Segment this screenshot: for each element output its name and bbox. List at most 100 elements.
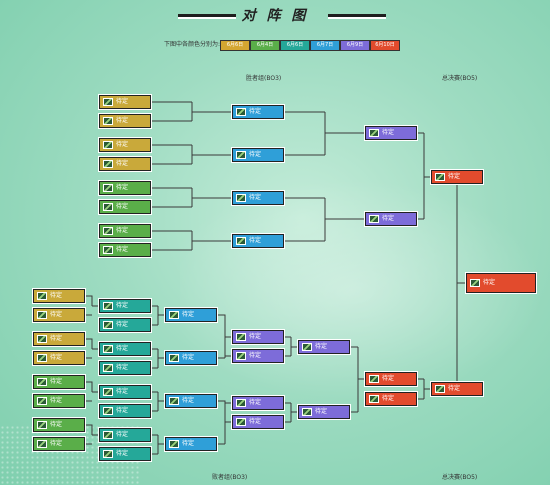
team-logo-icon — [103, 141, 113, 149]
match-slot[interactable]: 待定 — [98, 384, 152, 400]
match-slot[interactable]: 待定 — [98, 298, 152, 314]
legend-chip: 6月10日 — [370, 40, 400, 51]
match-slot[interactable]: 待定 — [297, 339, 351, 355]
team-logo-icon — [103, 388, 113, 396]
team-logo-icon — [236, 194, 246, 202]
match-slot[interactable]: 待定 — [98, 242, 152, 258]
match-slot-label: 待定 — [249, 237, 262, 244]
match-slot[interactable]: 待定 — [98, 137, 152, 153]
match-slot-label: 待定 — [249, 399, 262, 406]
match-slot-label: 待定 — [182, 440, 195, 447]
bracket-connector — [217, 314, 232, 359]
match-slot[interactable]: 待定 — [430, 381, 484, 397]
legend-chip: 6月6日 — [220, 40, 250, 51]
match-slot[interactable]: 待定 — [98, 223, 152, 239]
match-slot[interactable]: 待定 — [231, 233, 285, 249]
match-slot[interactable]: 待定 — [364, 371, 418, 387]
match-slot-label: 待定 — [50, 335, 63, 342]
match-slot-label: 待定 — [50, 354, 63, 361]
match-slot-label: 待定 — [116, 117, 129, 124]
team-logo-icon — [369, 129, 379, 137]
team-logo-icon — [103, 203, 113, 211]
match-slot[interactable]: 待定 — [364, 125, 418, 141]
match-slot[interactable]: 待定 — [32, 393, 86, 409]
match-slot-label: 待定 — [116, 184, 129, 191]
bracket-connector — [151, 144, 232, 165]
team-logo-icon — [103, 364, 113, 372]
bracket-connector — [151, 434, 165, 455]
match-slot[interactable]: 待定 — [364, 391, 418, 407]
legend-chip: 6月9日 — [340, 40, 370, 51]
match-slot[interactable]: 待定 — [32, 350, 86, 366]
match-slot[interactable]: 待定 — [164, 350, 218, 366]
match-slot[interactable]: 待定 — [32, 417, 86, 433]
match-slot-label: 待定 — [116, 160, 129, 167]
match-slot[interactable]: 待定 — [98, 427, 152, 443]
match-slot[interactable]: 待定 — [32, 436, 86, 452]
team-logo-icon — [37, 354, 47, 362]
legend-label: 下图中各颜色分别为: — [164, 41, 221, 48]
team-logo-icon — [103, 431, 113, 439]
team-logo-icon — [435, 385, 445, 393]
match-slot[interactable]: 待定 — [164, 307, 218, 323]
match-slot[interactable]: 待定 — [98, 341, 152, 357]
match-slot[interactable]: 待定 — [231, 147, 285, 163]
match-slot[interactable]: 待定 — [98, 403, 152, 419]
match-slot[interactable]: 待定 — [231, 329, 285, 345]
bracket-connector — [217, 400, 232, 445]
legend-chip: 6月6日 — [280, 40, 310, 51]
match-slot[interactable]: 待定 — [164, 436, 218, 452]
match-slot[interactable]: 待定 — [98, 156, 152, 172]
match-slot-label: 待定 — [249, 418, 262, 425]
match-slot-label: 待定 — [116, 98, 129, 105]
match-slot[interactable]: 待定 — [297, 404, 351, 420]
match-slot-label: 待定 — [483, 279, 496, 286]
bracket-connector — [151, 348, 165, 369]
match-slot[interactable]: 待定 — [32, 331, 86, 347]
match-slot[interactable]: 待定 — [231, 190, 285, 206]
match-slot[interactable]: 待定 — [98, 94, 152, 110]
match-slot[interactable]: 待定 — [98, 180, 152, 196]
match-slot-label: 待定 — [315, 408, 328, 415]
team-logo-icon — [103, 302, 113, 310]
team-logo-icon — [103, 98, 113, 106]
match-slot[interactable]: 待定 — [231, 395, 285, 411]
team-logo-icon — [37, 311, 47, 319]
match-slot[interactable]: 待定 — [98, 360, 152, 376]
match-slot[interactable]: 待定 — [231, 348, 285, 364]
match-slot[interactable]: 待定 — [98, 317, 152, 333]
match-slot[interactable]: 待定 — [364, 211, 418, 227]
match-slot-label: 待定 — [50, 378, 63, 385]
match-slot[interactable]: 待定 — [98, 199, 152, 215]
match-slot[interactable]: 待定 — [465, 272, 537, 294]
match-slot[interactable]: 待定 — [98, 113, 152, 129]
title-bar: 对 阵 图 — [0, 5, 550, 25]
team-logo-icon — [103, 246, 113, 254]
bracket-connector — [284, 197, 365, 242]
team-logo-icon — [302, 408, 312, 416]
legend-chip: 6月7日 — [310, 40, 340, 51]
match-slot[interactable]: 待定 — [32, 288, 86, 304]
match-slot[interactable]: 待定 — [32, 307, 86, 323]
bracket-connector — [151, 230, 232, 251]
match-slot-label: 待定 — [249, 194, 262, 201]
team-logo-icon — [103, 407, 113, 415]
match-slot[interactable]: 待定 — [164, 393, 218, 409]
match-slot-label: 待定 — [116, 203, 129, 210]
match-slot-label: 待定 — [382, 375, 395, 382]
match-slot-label: 待定 — [116, 321, 129, 328]
team-logo-icon — [302, 343, 312, 351]
match-slot[interactable]: 待定 — [231, 104, 285, 120]
team-logo-icon — [103, 450, 113, 458]
match-slot[interactable]: 待定 — [32, 374, 86, 390]
bracket-connector — [151, 391, 165, 412]
match-slot-label: 待定 — [182, 354, 195, 361]
match-slot-label: 待定 — [50, 397, 63, 404]
team-logo-icon — [236, 237, 246, 245]
match-slot[interactable]: 待定 — [98, 446, 152, 462]
match-slot-label: 待定 — [50, 311, 63, 318]
match-slot-label: 待定 — [448, 385, 461, 392]
team-logo-icon — [103, 160, 113, 168]
match-slot[interactable]: 待定 — [430, 169, 484, 185]
match-slot[interactable]: 待定 — [231, 414, 285, 430]
